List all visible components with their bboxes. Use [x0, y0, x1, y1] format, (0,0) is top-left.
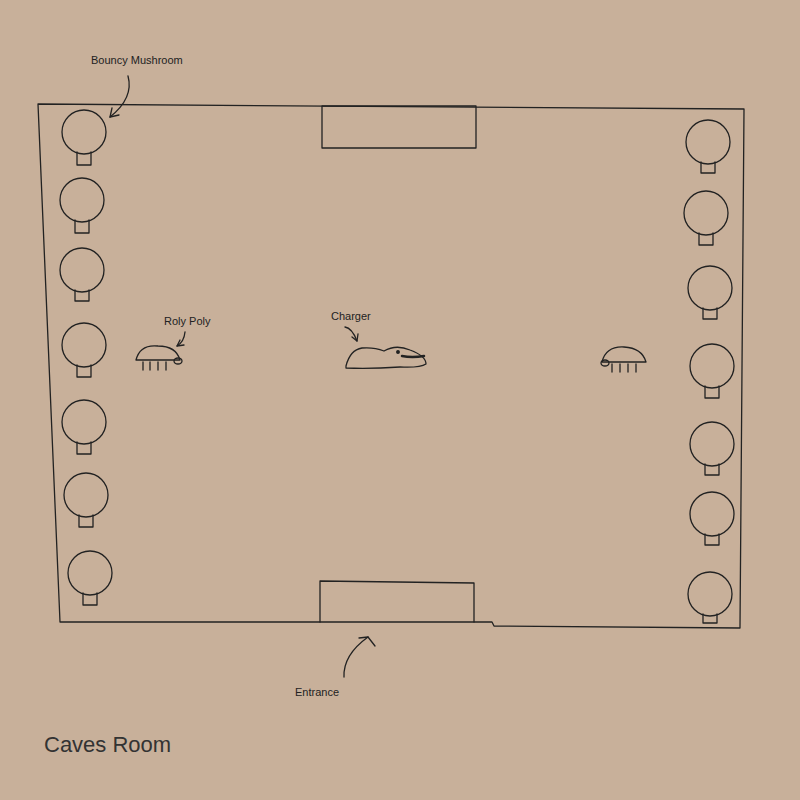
roly-poly-left	[136, 346, 182, 370]
mushrooms-left	[60, 110, 112, 605]
mushroom-label: Bouncy Mushroom	[91, 54, 183, 67]
diagram-title: Caves Room	[44, 732, 171, 758]
entrance-door	[320, 581, 474, 622]
mushrooms-right	[684, 120, 734, 623]
top-door	[322, 106, 476, 148]
room-outline	[38, 104, 744, 628]
enemy-label: Roly Poly	[164, 315, 210, 328]
roly-poly-right	[601, 347, 646, 372]
leader-lines	[110, 76, 375, 677]
entrance-label: Entrance	[295, 686, 339, 699]
charger-enemy	[346, 347, 426, 368]
enemy-label: Charger	[331, 310, 371, 323]
